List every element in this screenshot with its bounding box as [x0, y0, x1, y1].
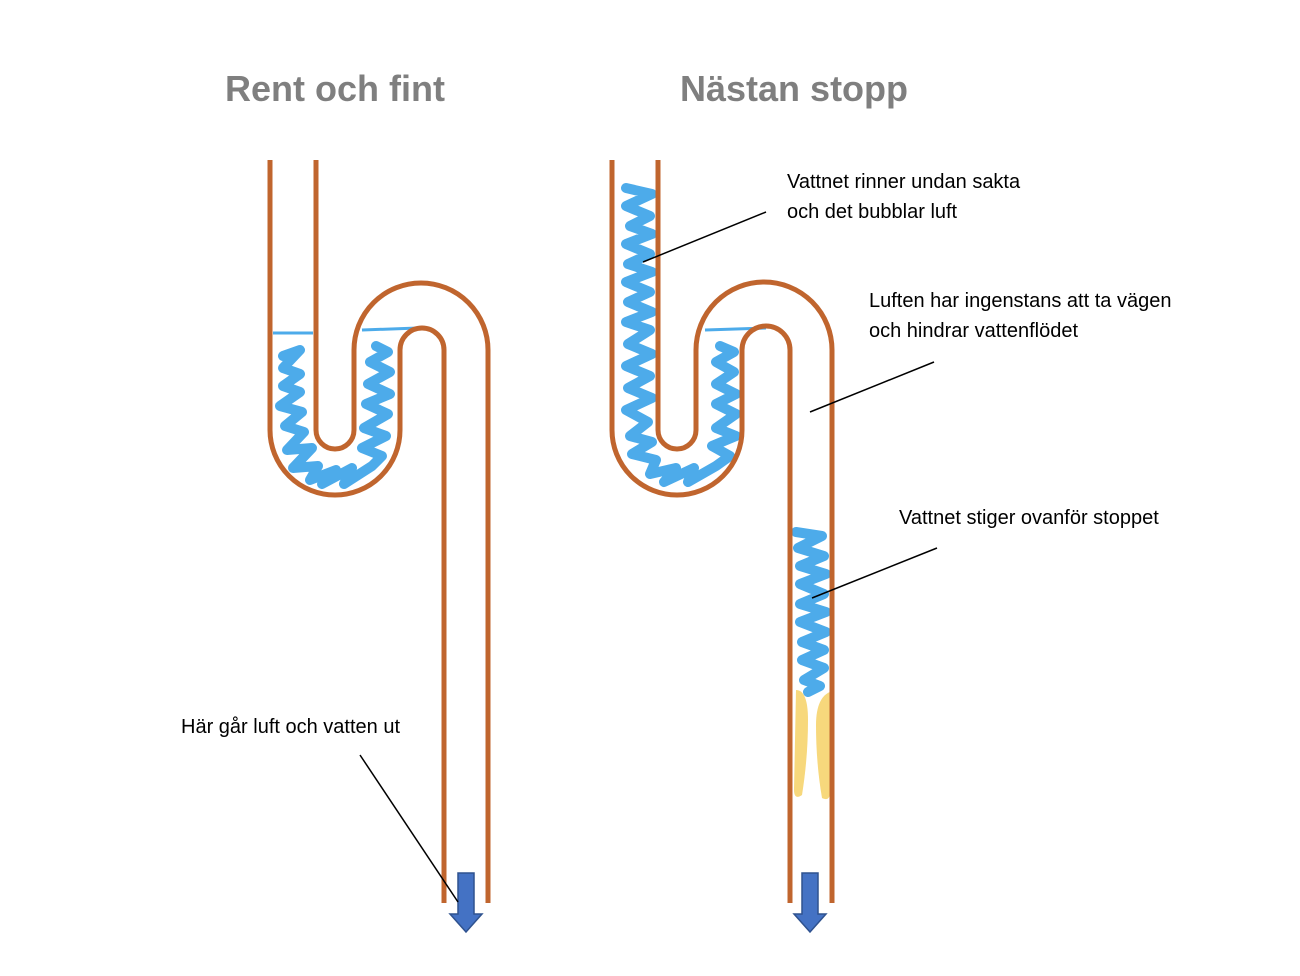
clogged-trap — [609, 160, 938, 934]
pipe-clogged-outer — [609, 160, 793, 903]
annotation-water-drains-line2: och det bubblar luft — [787, 201, 958, 223]
title-clogged: Nästan stopp — [680, 68, 909, 109]
outlet-arrow-clogged — [792, 872, 828, 934]
annotation-water-drains-line1: Vattnet rinner undan sakta — [787, 171, 1021, 193]
annotation-air-nowhere-line1: Luften har ingenstans att ta vägen — [869, 290, 1172, 312]
outlet-arrow-clean — [448, 872, 484, 934]
annotation-air-nowhere: Luften har ingenstans att ta vägen och h… — [869, 286, 1171, 346]
leader-air-nowhere — [809, 361, 935, 413]
pipe-clogged-inner — [655, 160, 835, 903]
pipe-clean-outer — [267, 160, 447, 903]
water-fill-clean — [275, 341, 395, 489]
annotation-water-drains: Vattnet rinner undan sakta och det bubbl… — [787, 167, 1020, 227]
annotation-water-rises: Vattnet stiger ovanför stoppet — [899, 507, 1159, 529]
title-clean: Rent och fint — [225, 68, 445, 109]
leader-water-rises — [811, 547, 938, 599]
water-rising-clogged — [791, 527, 831, 697]
clean-trap — [267, 160, 491, 934]
leader-air-water-out — [359, 754, 459, 903]
pipe-clean-inner — [313, 160, 491, 903]
water-surface-right — [361, 326, 419, 332]
clog-right — [816, 692, 830, 800]
clog-left — [794, 690, 808, 797]
annotation-air-water-out: Här går luft och vatten ut — [181, 716, 401, 738]
annotation-air-nowhere-line2: och hindrar vattenflödet — [869, 320, 1079, 342]
leader-water-drains — [642, 211, 767, 263]
water-fill-clogged — [621, 183, 741, 487]
